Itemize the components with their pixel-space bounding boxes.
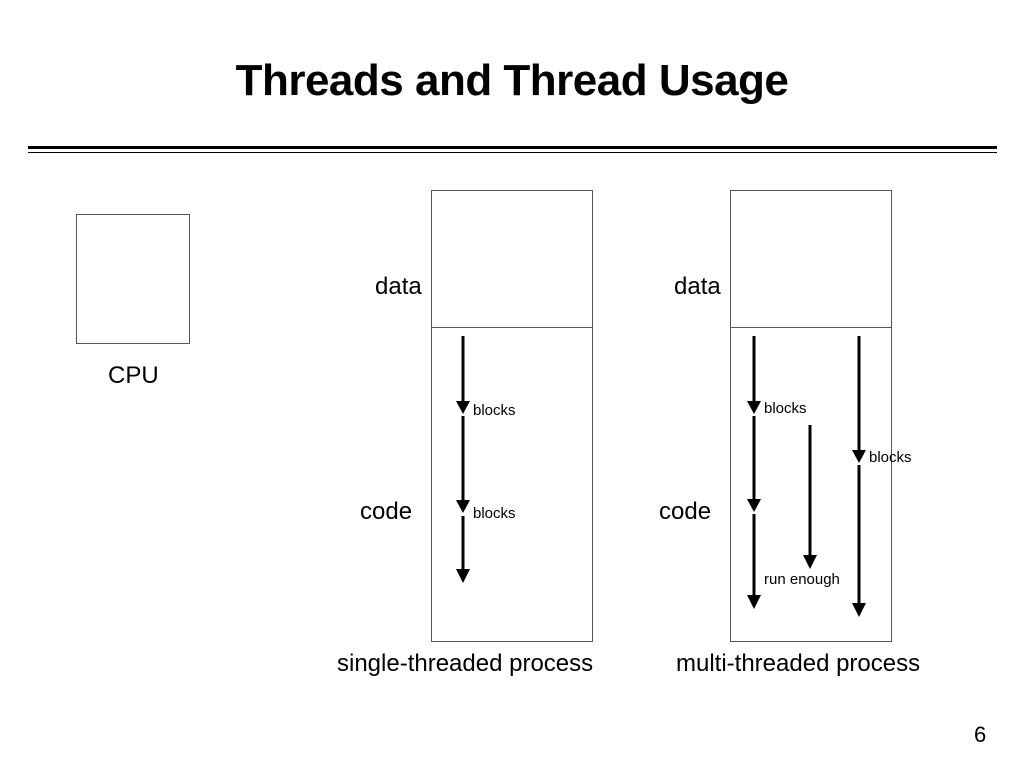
multi-code-label: code — [659, 498, 712, 525]
multi-thread-2-arrow — [803, 425, 817, 569]
single-blocks-label-1: blocks — [473, 402, 516, 419]
single-thread-arrow — [456, 336, 470, 583]
multi-process-caption: multi-threaded process — [676, 650, 921, 677]
multi-run-enough-label: run enough — [764, 571, 840, 588]
multi-thread-3-arrow — [852, 336, 866, 617]
single-process-code-segment — [431, 327, 593, 642]
single-blocks-label-2: blocks — [473, 505, 516, 522]
title-rule-thin — [28, 152, 997, 153]
multi-data-label: data — [674, 273, 721, 300]
multi-blocks-label-2: blocks — [869, 449, 912, 466]
single-process-data-segment — [431, 190, 593, 328]
cpu-label: CPU — [108, 362, 159, 389]
title-rule-thick — [28, 146, 997, 149]
single-data-label: data — [375, 273, 422, 300]
slide-title: Threads and Thread Usage — [235, 56, 789, 105]
multi-blocks-label-1: blocks — [764, 400, 807, 417]
single-code-label: code — [360, 498, 413, 525]
multi-process-data-segment — [730, 190, 892, 328]
single-process-caption: single-threaded process — [337, 650, 594, 677]
multi-thread-1-arrow — [747, 336, 761, 609]
cpu-box — [76, 214, 190, 344]
page-number: 6 — [974, 722, 987, 747]
